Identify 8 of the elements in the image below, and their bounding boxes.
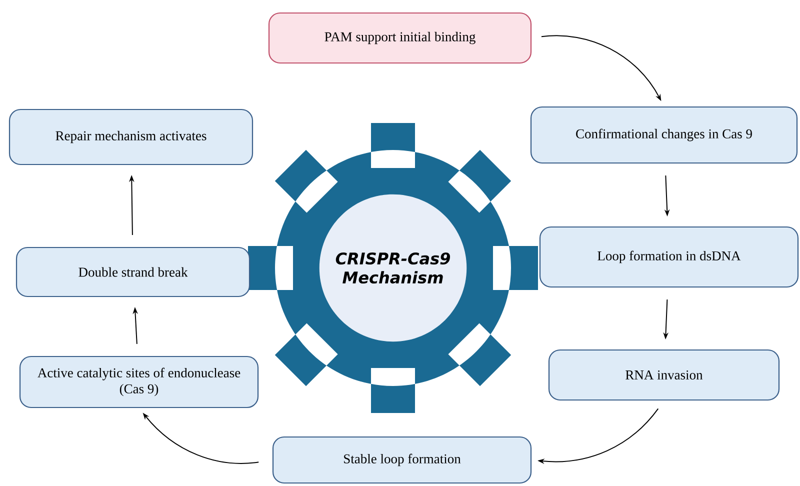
process-box: Confirmational changes in Cas 9 xyxy=(530,106,798,164)
process-box: RNA invasion xyxy=(548,349,780,401)
process-box: Stable loop formation xyxy=(272,436,532,484)
process-box: Double strand break xyxy=(16,246,250,298)
process-box: Active catalytic sites of endonuclease (Cas 9) xyxy=(19,356,259,408)
process-box: Repair mechanism activates xyxy=(8,108,254,166)
process-box: PAM support initial binding xyxy=(268,12,532,64)
process-box: Loop formation in dsDNA xyxy=(539,226,799,288)
